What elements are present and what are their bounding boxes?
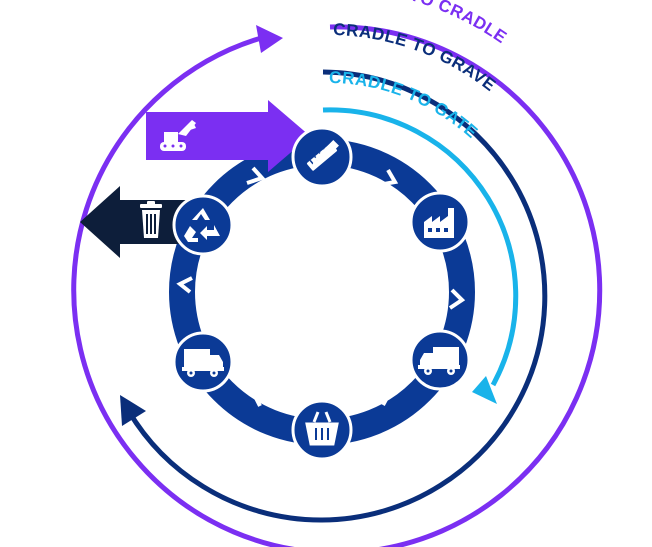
stage-recycling bbox=[172, 194, 234, 256]
extraction-arrow bbox=[146, 100, 310, 172]
cradle-to-cradle-arrowhead bbox=[256, 25, 283, 53]
excavator-icon bbox=[160, 120, 196, 151]
shopping-basket-icon bbox=[305, 411, 339, 446]
disposal-arrow bbox=[80, 186, 205, 258]
cradle-to-gate-arc bbox=[322, 107, 519, 387]
factory-icon bbox=[424, 208, 454, 238]
cradle-to-grave-arrowhead bbox=[120, 395, 146, 426]
cradle-to-gate-label: CRADLE TO GATE bbox=[329, 68, 482, 142]
stage-retail bbox=[291, 399, 353, 461]
stage-design bbox=[291, 126, 353, 188]
recycle-icon bbox=[184, 208, 220, 242]
cradle-to-grave-arc bbox=[125, 69, 548, 523]
truck-icon bbox=[418, 347, 460, 375]
ring-chevrons bbox=[176, 166, 466, 407]
cradle-to-gate-arrowhead bbox=[472, 376, 497, 404]
lifecycle-ring bbox=[169, 139, 475, 445]
cradle-to-cradle-arc bbox=[71, 24, 603, 547]
stage-distribution bbox=[409, 329, 471, 391]
stage-reverse-logistics bbox=[172, 331, 234, 393]
trash-bin-icon bbox=[140, 201, 162, 238]
truck-icon bbox=[182, 349, 224, 377]
stage-manufacturing bbox=[409, 191, 471, 253]
